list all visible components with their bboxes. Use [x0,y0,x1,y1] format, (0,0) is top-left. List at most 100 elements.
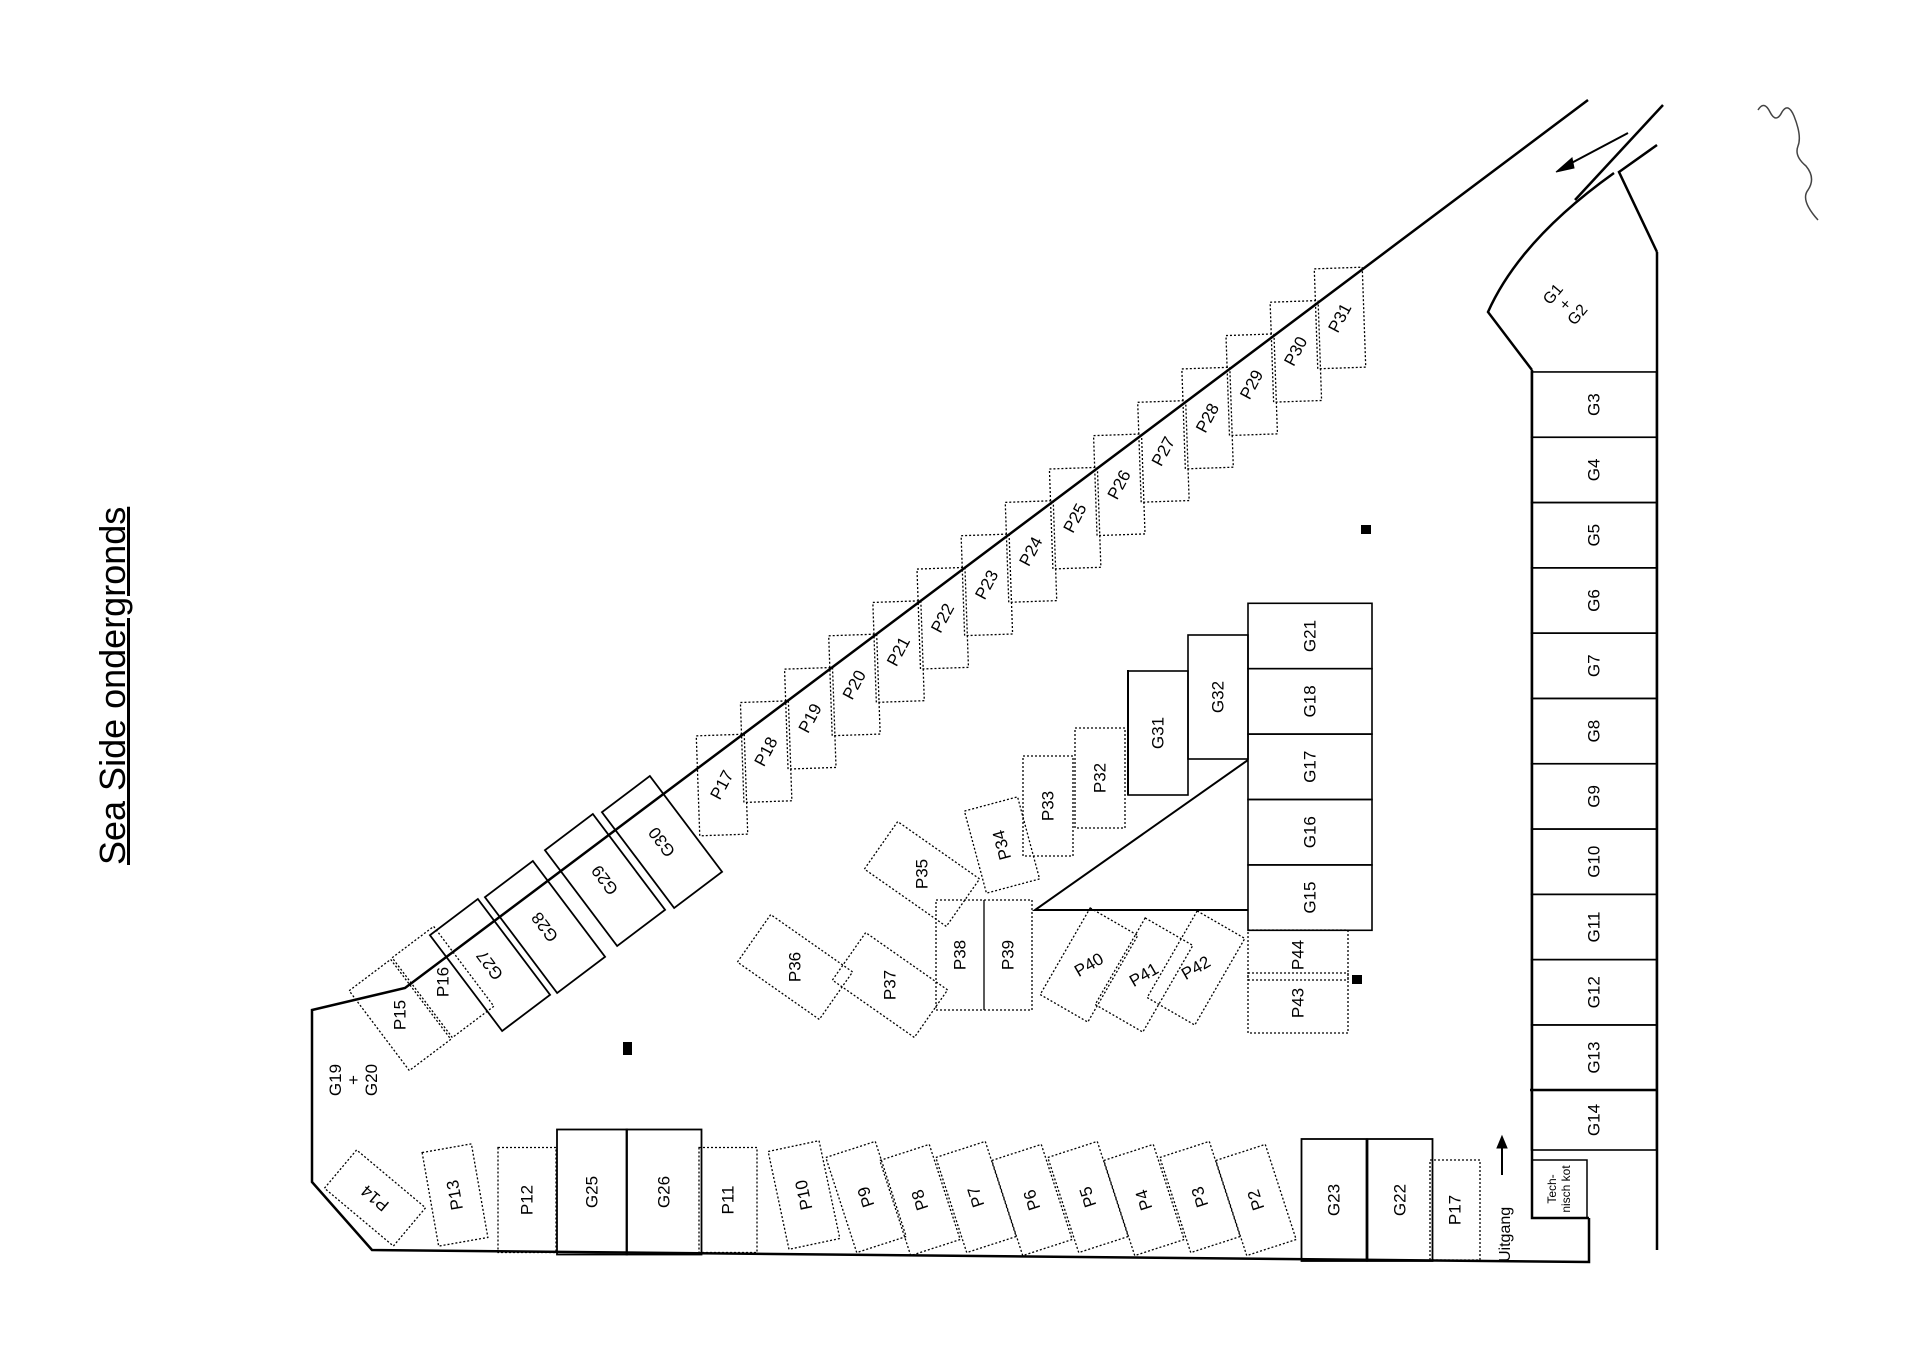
space-outline [428,897,552,1033]
space-p43: P43 [1247,972,1349,1034]
space-g22: G22 [1366,1138,1434,1262]
exit-label: Uitgang [1497,1207,1514,1262]
space-label: P38 [951,940,970,970]
space-label: G7 [1585,654,1604,677]
space-label: P13 [443,1178,467,1211]
space-p37: P37 [831,931,949,1039]
space-outline [963,796,1041,894]
entrance-island [1617,143,1659,253]
space-label: P37 [881,970,900,1000]
space-label: P18 [751,734,782,770]
space-label: P20 [839,667,870,703]
space-label: P21 [883,634,914,670]
space-label: G13 [1585,1042,1604,1074]
space-outline [625,1128,703,1256]
space-label: G19 [326,1064,345,1096]
space-label: P30 [1280,334,1311,370]
space-p29: P29 [1225,333,1279,437]
space-label: P40 [1071,949,1107,981]
space-p39: P39 [983,899,1033,1011]
space-g17: G17 [1247,733,1373,801]
exit-label-group: Uitgang [1496,1134,1514,1262]
space-outline [391,925,495,1039]
space-label: P7 [964,1184,988,1210]
space-label: P43 [1289,988,1308,1018]
space-label: G26 [655,1176,674,1208]
space-g26: G26 [625,1128,703,1256]
space-outline [983,899,1033,1011]
space-g15: G15 [1247,864,1373,932]
space-label: P42 [1178,952,1214,984]
space-label: G18 [1301,685,1320,717]
space-label: P4 [1132,1187,1156,1213]
space-outline [1247,972,1349,1034]
space-label: G25 [583,1176,602,1208]
space-label: P2 [1244,1187,1268,1213]
space-label: P17 [707,767,738,803]
space-label: P32 [1091,763,1110,793]
space-label: P26 [1104,467,1135,503]
space-p12: P12 [497,1146,557,1254]
space-outline [1146,910,1246,1026]
space-p41: P41 [1094,917,1194,1033]
space-label: P29 [1236,367,1267,403]
space-outline [1187,634,1249,760]
space-g32: G32 [1187,634,1249,760]
space-label: P36 [786,952,805,982]
space-g11: G11 [1530,893,1658,961]
space-label: G16 [1301,816,1320,848]
space-p31: P31 [1313,266,1367,370]
space-g21: G21 [1247,602,1373,670]
space-label: P17 [1446,1195,1465,1225]
space-p17: P17 [1429,1159,1481,1261]
space-g16: G16 [1247,798,1373,866]
space-outline [483,859,607,995]
space-outline [421,1143,489,1247]
space-label: P35 [913,859,932,889]
space-outline [600,774,724,910]
technical-room: Tech- nisch kot [1531,1159,1588,1219]
south-garages: G25 G26 G23 G22 [556,1128,1434,1262]
space-label: P22 [927,600,958,636]
space-label: P24 [1016,534,1047,570]
space-label: G31 [1149,717,1168,749]
space-label: G30 [645,823,680,860]
space-label: P9 [854,1184,878,1210]
space-label: P34 [989,828,1015,862]
space-label: G14 [1585,1104,1604,1136]
space-label: P14 [357,1181,392,1215]
space-g23: G23 [1300,1138,1368,1262]
space-outline [543,812,667,948]
space-p16: P16 [391,925,495,1039]
space-g8: G8 [1530,697,1658,765]
space-g3: G3 [1530,371,1658,439]
space-p44: P44 [1247,929,1349,981]
scribble-mark [1757,104,1819,221]
space-label: G23 [1325,1184,1344,1216]
space-g4: G4 [1530,436,1658,504]
inner-core-walls [1031,670,1249,911]
space-label: P28 [1192,400,1223,436]
space-label: G6 [1585,589,1604,612]
space-label: G4 [1585,459,1604,482]
space-label: G20 [362,1064,381,1096]
space-p35: P35 [863,820,981,928]
space-g6: G6 [1530,567,1658,634]
entrance-arrow-icon [1555,132,1629,173]
space-p22: P22 [916,566,970,670]
space-outline [1429,1159,1481,1261]
space-label: G3 [1585,393,1604,416]
space-p24: P24 [1004,500,1058,603]
space-label: P27 [1148,434,1179,470]
space-label: P6 [1020,1187,1044,1213]
space-label: P44 [1289,940,1308,970]
space-p15: P15 [348,958,452,1072]
space-g12: G12 [1530,958,1658,1026]
space-label: P39 [999,940,1018,970]
space-g25: G25 [556,1128,628,1256]
space-p34: P34 [963,796,1041,894]
